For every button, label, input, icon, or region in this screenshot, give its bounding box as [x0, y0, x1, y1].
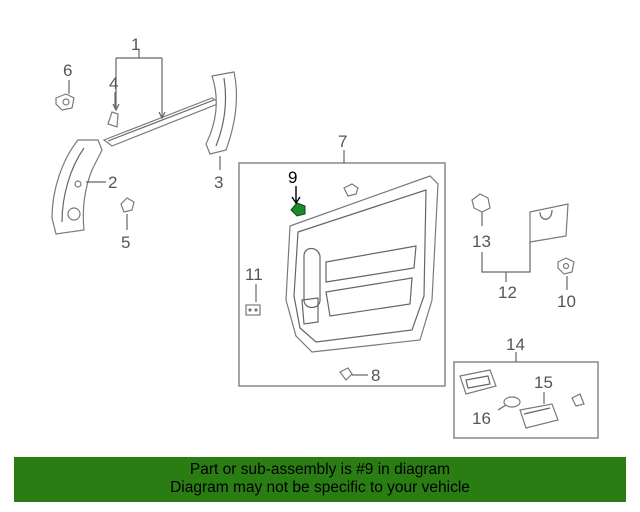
callout-7[interactable]: 7	[338, 132, 347, 151]
callout-8[interactable]: 8	[371, 366, 380, 385]
leader-9	[291, 186, 301, 205]
part-13-clip[interactable]	[471, 193, 491, 213]
part-8-screw[interactable]	[339, 367, 353, 381]
callout-10[interactable]: 10	[557, 292, 576, 311]
part-4-clip[interactable]	[107, 111, 119, 128]
part-16-clip[interactable]	[503, 396, 521, 408]
callout-13[interactable]: 13	[472, 232, 491, 251]
part-5-screw[interactable]	[120, 197, 135, 213]
part-14-pocket[interactable]	[459, 369, 497, 395]
callout-16[interactable]: 16	[472, 409, 491, 428]
callout-5[interactable]: 5	[121, 233, 130, 252]
part-3-curved-pillar[interactable]	[205, 71, 237, 155]
part-7-door-panel[interactable]	[285, 175, 439, 353]
callout-9[interactable]: 9	[288, 168, 297, 187]
part-12-bracket[interactable]	[529, 203, 569, 243]
banner-line-2: Diagram may not be specific to your vehi…	[170, 479, 470, 496]
part-10-fastener[interactable]	[557, 257, 575, 275]
leader-12	[481, 242, 531, 282]
part-6-retainer[interactable]	[55, 93, 75, 111]
banner-line-1: Part or sub-assembly is #9 in diagram	[189, 461, 451, 478]
callout-6[interactable]: 6	[63, 61, 72, 80]
leader-1-arrows	[112, 103, 166, 120]
callout-12[interactable]: 12	[498, 283, 517, 302]
part-11-plug[interactable]	[245, 304, 261, 316]
callout-1[interactable]: 1	[131, 35, 140, 54]
leader-16	[497, 404, 507, 411]
part-14-small-clip	[571, 393, 585, 407]
callout-11[interactable]: 11	[245, 265, 263, 284]
callout-3[interactable]: 3	[214, 173, 223, 192]
callout-4[interactable]: 4	[109, 74, 118, 93]
diagram-notice-banner: Part or sub-assembly is #9 in diagram Di…	[14, 457, 626, 502]
callout-2[interactable]: 2	[108, 173, 117, 192]
part-clip-top	[343, 183, 359, 197]
callout-15[interactable]: 15	[534, 373, 553, 392]
leader-1	[115, 50, 163, 118]
part-2-pillar-trim[interactable]	[51, 139, 103, 235]
callout-14[interactable]: 14	[506, 335, 525, 354]
part-15-cover[interactable]	[519, 403, 559, 429]
